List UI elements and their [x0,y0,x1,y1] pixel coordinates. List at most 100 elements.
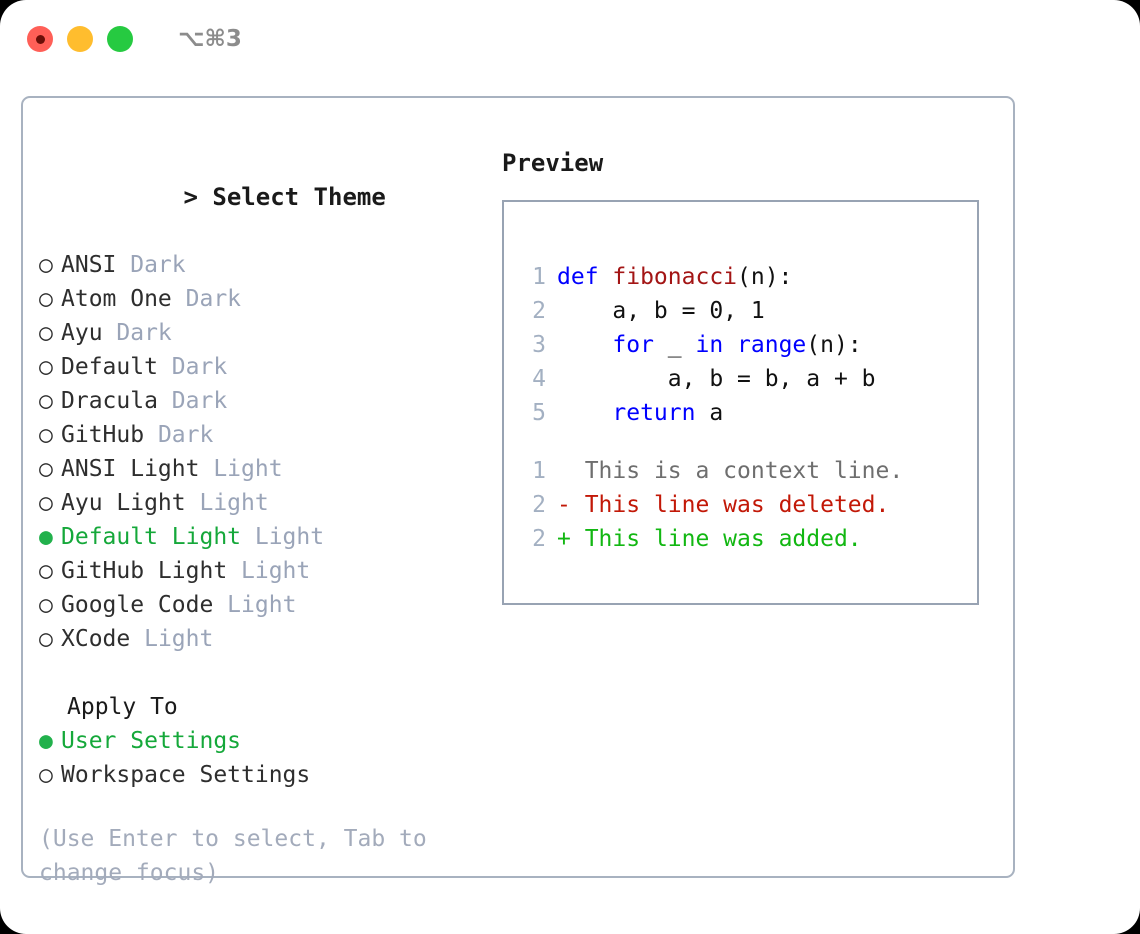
radio-unselected-icon: ○ [39,626,53,652]
theme-item-label: XCode [61,626,131,652]
diff-line: 2- This line was deleted. [524,488,903,522]
theme-item-label: Google Code [61,592,214,618]
code-token: fibonacci [612,264,738,290]
theme-item-mode-tag: Dark [116,252,186,278]
theme-item-mode-tag: Dark [144,422,214,448]
theme-item-mode-tag: Light [213,592,297,618]
theme-item-mode-tag: Dark [157,388,228,414]
theme-item-label: Ayu Light [61,490,186,516]
theme-item[interactable]: ○Default Dark [39,350,479,384]
theme-item[interactable]: ○ Atom One Dark [39,282,479,316]
code-token: for [612,332,654,358]
code-line: 4 a, b = b, a + b [524,362,875,396]
theme-item-mode-tag: Light [227,558,311,584]
code-token: a, b = 0, 1 [557,298,765,324]
theme-item-label: GitHub Light [61,558,228,584]
main-panel: > Select Theme ○ANSI Dark○Atom One Dark○… [21,96,1015,886]
heading-caret-icon: > [183,183,213,211]
theme-item-mode-tag: Light [199,456,283,482]
diff-sample: 1 This is a context line.2- This line wa… [524,454,903,556]
theme-item-mode-tag: Light [130,626,214,652]
diff-line: 1 This is a context line. [524,454,903,488]
apply-to-item[interactable]: ●User Settings [39,724,479,758]
radio-unselected-icon: ○ [39,592,53,618]
close-button[interactable] [27,26,53,52]
line-number: 4 [532,366,546,392]
theme-item-label: ANSI Light [61,456,200,482]
theme-item[interactable]: ○ GitHub Dark [39,418,479,452]
radio-unselected-icon: ○ [39,422,53,448]
theme-item[interactable]: ○ Dracula Dark [39,384,479,418]
diff-text: This line was added. [584,526,862,552]
code-line: 5 return a [524,396,876,430]
code-token [557,332,612,358]
theme-item-mode-tag: Dark [171,286,242,312]
apply-to-list: ●User Settings ○ Workspace Settings [39,724,479,792]
title-bar: ⌥⌘3 [0,0,1140,78]
apply-to-item-label: Workspace Settings [61,762,311,788]
code-token: in [695,332,724,358]
code-token: (n): [806,332,862,358]
line-number: 5 [532,400,546,426]
code-line: 3 for _ in range(n): [524,328,876,362]
apply-to-item[interactable]: ○ Workspace Settings [39,758,479,792]
minimize-button[interactable] [67,26,93,52]
line-number: 3 [532,332,546,358]
code-token [557,400,612,426]
preview-title: Preview [502,149,604,177]
radio-unselected-icon: ○ [39,558,53,584]
code-token: return [612,400,696,426]
line-number: 2 [532,526,546,552]
radio-unselected-icon: ○ [39,490,53,516]
line-number: 1 [532,458,546,484]
code-token: (n): [737,264,793,290]
theme-item-label: GitHub [61,422,145,448]
radio-unselected-icon: ○ [39,388,53,414]
diff-sign [557,458,585,484]
radio-unselected-icon: ○ [39,456,53,482]
theme-item-label: Atom One [61,286,172,312]
theme-item[interactable]: ●Default Light Light [39,520,479,554]
theme-picker-heading: > Select Theme [39,146,479,248]
theme-item-mode-tag: Light [185,490,269,516]
theme-item[interactable]: ○ XCode Light [39,622,479,656]
radio-unselected-icon: ○ [39,252,53,278]
code-token: range [737,332,807,358]
radio-unselected-icon: ○ [39,286,53,312]
apply-to-item-label: User Settings [61,728,242,754]
theme-item[interactable]: ○ ANSI Dark [39,248,479,282]
theme-item[interactable]: ○ ANSI Light Light [39,452,479,486]
theme-item-mode-tag: Light [241,524,325,550]
diff-sign: + [557,526,585,552]
theme-item[interactable]: ○ Ayu Light Light [39,486,479,520]
code-line: 2 a, b = 0, 1 [524,294,876,328]
theme-item-label: ANSI [61,252,117,278]
code-token: _ [653,332,696,358]
diff-text: This line was deleted. [584,492,890,518]
close-dot-icon [35,34,45,44]
radio-unselected-icon: ○ [39,320,53,346]
theme-list: ○ANSI Dark○Atom One Dark○Ayu Dark○Defaul… [39,248,479,656]
section-spacer [39,656,479,690]
theme-item-mode-tag: Dark [157,354,228,380]
maximize-button[interactable] [107,26,133,52]
theme-item[interactable]: ○Ayu Dark [39,316,479,350]
theme-item[interactable]: ○ Google Code Light [39,588,479,622]
code-line: 1 def fibonacci(n): [524,260,876,294]
line-number: 1 [532,264,546,290]
radio-unselected-icon: ○ [39,762,53,788]
theme-picker-column: > Select Theme ○ANSI Dark○Atom One Dark○… [39,146,479,890]
diff-line: 2 + This line was added. [524,522,903,556]
theme-item-label: Dracula [61,388,158,414]
theme-item[interactable]: ○ GitHub Light Light [39,554,479,588]
code-token [723,332,737,358]
code-token: def [557,264,613,290]
keyboard-shortcut-label: ⌥⌘3 [178,26,242,52]
theme-item-label: Default Light [61,524,242,550]
window-controls [27,26,133,52]
radio-unselected-icon: ○ [39,354,53,380]
keyboard-hint: (Use Enter to select, Tab to change focu… [39,826,441,886]
